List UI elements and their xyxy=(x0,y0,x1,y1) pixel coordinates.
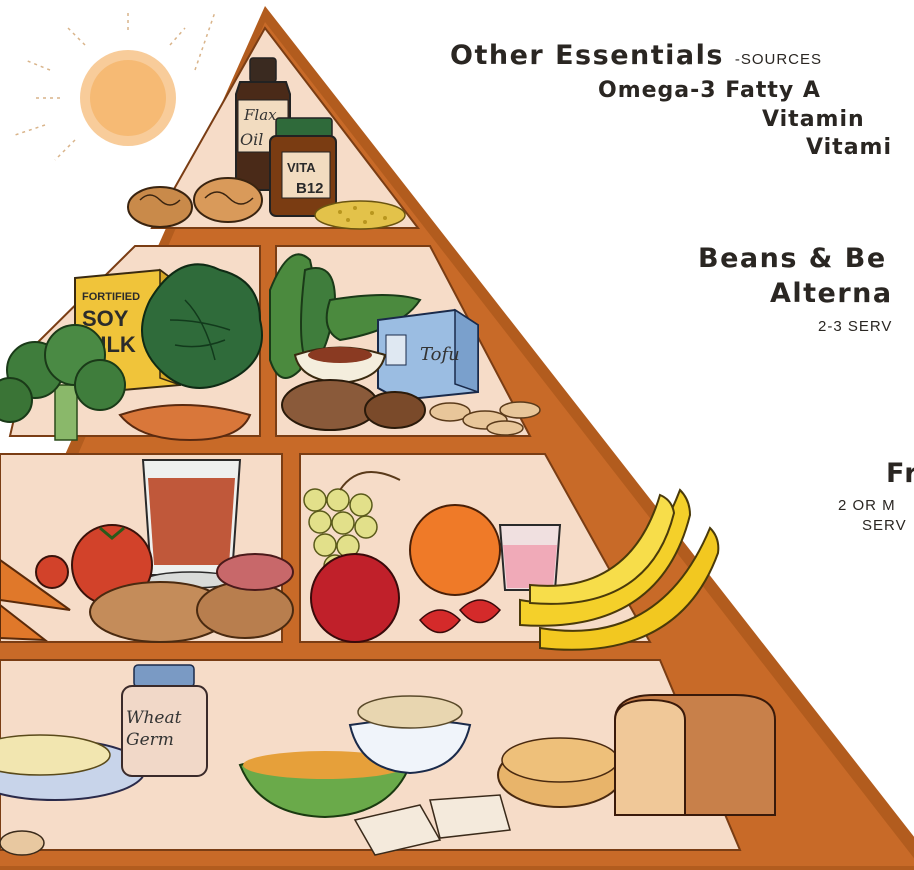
beans-servings: 2-3 SERV xyxy=(818,318,892,335)
flax-oil-label-1: Flax xyxy=(243,106,277,124)
beans-heading-line1: Beans & Be xyxy=(698,243,887,274)
vitamin-label-2: B12 xyxy=(296,180,324,197)
wheat-germ-jar-icon: Wheat Germ xyxy=(122,665,207,776)
fruits-servings-line1: 2 OR M xyxy=(838,497,896,514)
vitamin-label-1: VITA xyxy=(287,160,316,175)
other-essentials-sources: -SOURCES xyxy=(735,51,822,68)
beans-heading-line2: Alterna xyxy=(770,278,893,309)
bread-loaf-icon xyxy=(615,695,775,815)
tofu-box-icon: Tofu xyxy=(378,310,478,400)
orange-icon xyxy=(410,505,500,595)
soy-milk-label-1: FORTIFIED xyxy=(82,291,140,303)
apple-icon xyxy=(311,554,399,642)
essentials-item-omega3: Omega-3 Fatty A xyxy=(598,78,821,103)
sun-icon xyxy=(15,10,215,160)
seeds-pile-icon xyxy=(315,201,405,229)
fruit-juice-glass-icon xyxy=(500,525,560,590)
soy-milk-label-2: SOY xyxy=(82,306,129,331)
tofu-label: Tofu xyxy=(420,344,460,365)
flax-oil-label-2: Oil xyxy=(240,130,263,149)
fruits-heading: Fr xyxy=(886,458,914,489)
essentials-item-vitamin-1: Vitamin xyxy=(762,107,865,132)
essentials-item-vitamin-2: Vitami xyxy=(806,135,892,160)
wheat-germ-label-1: Wheat xyxy=(126,708,182,728)
tortillas-icon xyxy=(498,738,622,807)
fruits-servings-line2: SERV xyxy=(862,517,907,534)
vitamin-b12-jar-icon: VITA B12 xyxy=(270,118,336,216)
other-essentials-title: Other Essentials xyxy=(450,40,724,71)
mushroom-slice-icon xyxy=(0,831,44,855)
wheat-germ-label-2: Germ xyxy=(126,730,174,750)
other-essentials-heading: Other Essentials -SOURCES xyxy=(450,40,822,71)
